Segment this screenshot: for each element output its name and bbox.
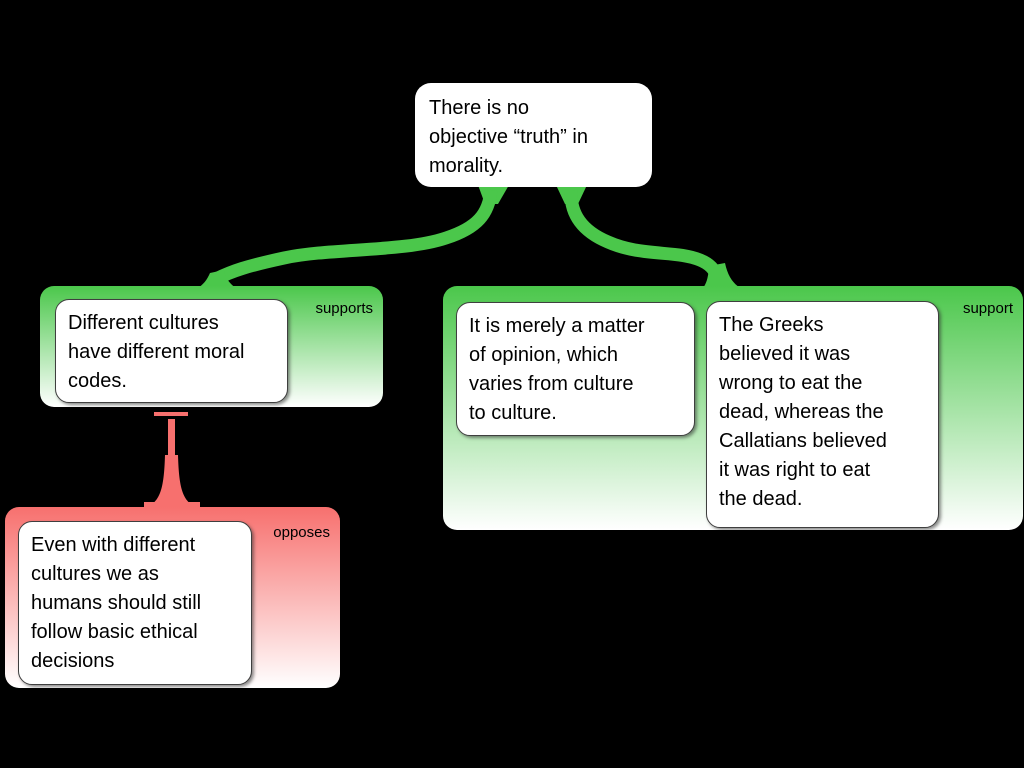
supports-edge-left — [172, 185, 509, 298]
claim-matter-of-opinion[interactable]: It is merely a matter of opinion, which … — [456, 302, 695, 436]
claim-greeks-callatians[interactable]: The Greeks believed it was wrong to eat … — [706, 301, 939, 528]
supports-edge-right — [556, 185, 770, 298]
root-claim-box[interactable]: There is no objective “truth” in moralit… — [415, 83, 652, 187]
opposes-group-label: opposes — [273, 524, 330, 541]
opposes-group[interactable]: opposes Even with different cultures we … — [5, 507, 340, 688]
supports-group-left-label: supports — [315, 300, 373, 317]
opposes-tbar — [154, 412, 188, 416]
supports-group-left[interactable]: supports Different cultures have differe… — [40, 286, 383, 407]
support-group-right-label: support — [962, 300, 1013, 317]
support-group-right[interactable]: support It is merely a matter of opinion… — [443, 286, 1023, 530]
claim-basic-ethical-decisions[interactable]: Even with different cultures we as human… — [18, 521, 252, 685]
claim-different-cultures[interactable]: Different cultures have different moral … — [55, 299, 288, 403]
opposes-edge — [144, 412, 200, 510]
